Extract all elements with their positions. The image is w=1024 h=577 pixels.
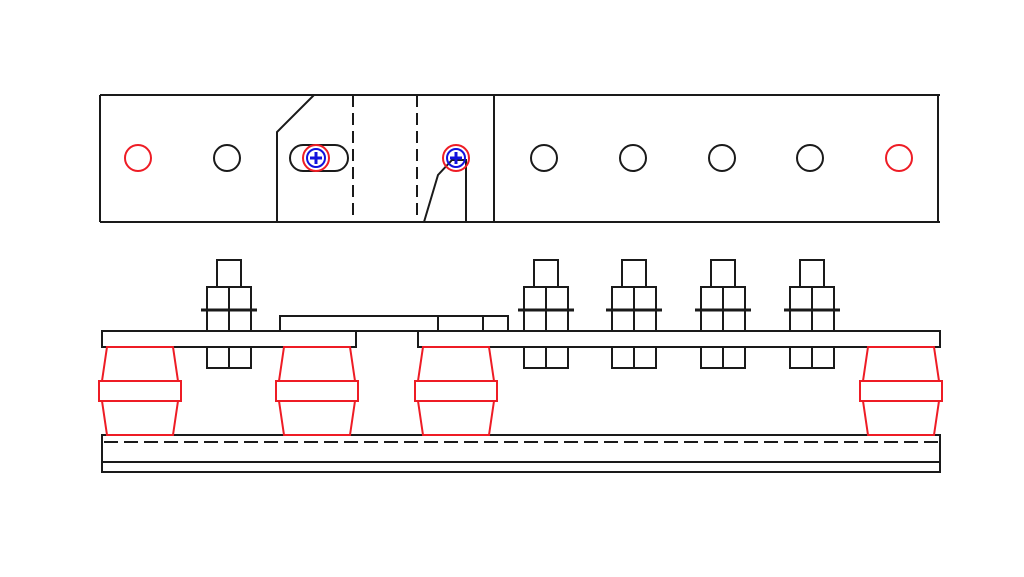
insulator-4 <box>859 346 943 436</box>
right-busbar <box>417 330 941 348</box>
hole-circle <box>708 144 736 172</box>
hole-with-marker-4 <box>442 144 470 172</box>
insulator-3 <box>414 346 498 436</box>
insulator-1 <box>98 346 182 436</box>
bolt-assembly-1 <box>201 259 257 369</box>
hole-circle <box>619 144 647 172</box>
bolt-assembly-4 <box>695 259 751 369</box>
end-hole-9 <box>885 144 913 172</box>
connector-plate-outline <box>276 94 495 222</box>
hole-circle <box>124 144 152 172</box>
marker-ring <box>306 148 326 168</box>
hole-circle <box>885 144 913 172</box>
insulator-2 <box>275 346 359 436</box>
hole-2 <box>213 144 241 172</box>
insulator-lower-body <box>100 400 180 436</box>
bolt-assembly-3 <box>606 259 662 369</box>
insulator-lower-body <box>277 400 357 436</box>
base-rail <box>101 434 941 473</box>
top-view-holes <box>124 144 913 172</box>
clamp-tab-outline <box>423 159 467 223</box>
bolt-assembly-5 <box>784 259 840 369</box>
slot-outline <box>289 144 349 172</box>
marker-ring <box>446 148 466 168</box>
connector-strip <box>279 315 509 332</box>
hole-circle <box>442 144 470 172</box>
bolt-assembly-2 <box>518 259 574 369</box>
hole-5 <box>530 144 558 172</box>
insulator-lower-body <box>416 400 496 436</box>
insulators <box>98 346 943 436</box>
hole-circle <box>796 144 824 172</box>
end-hole-1 <box>124 144 152 172</box>
hole-circle <box>213 144 241 172</box>
hole-7 <box>708 144 736 172</box>
slot-with-marker-3 <box>302 144 330 172</box>
side-view <box>101 315 941 473</box>
hole-circle <box>302 144 330 172</box>
hole-6 <box>619 144 647 172</box>
hole-8 <box>796 144 824 172</box>
insulator-lower-body <box>861 400 941 436</box>
bolt-assemblies <box>201 259 840 369</box>
top-view <box>99 94 940 223</box>
hole-circle <box>530 144 558 172</box>
